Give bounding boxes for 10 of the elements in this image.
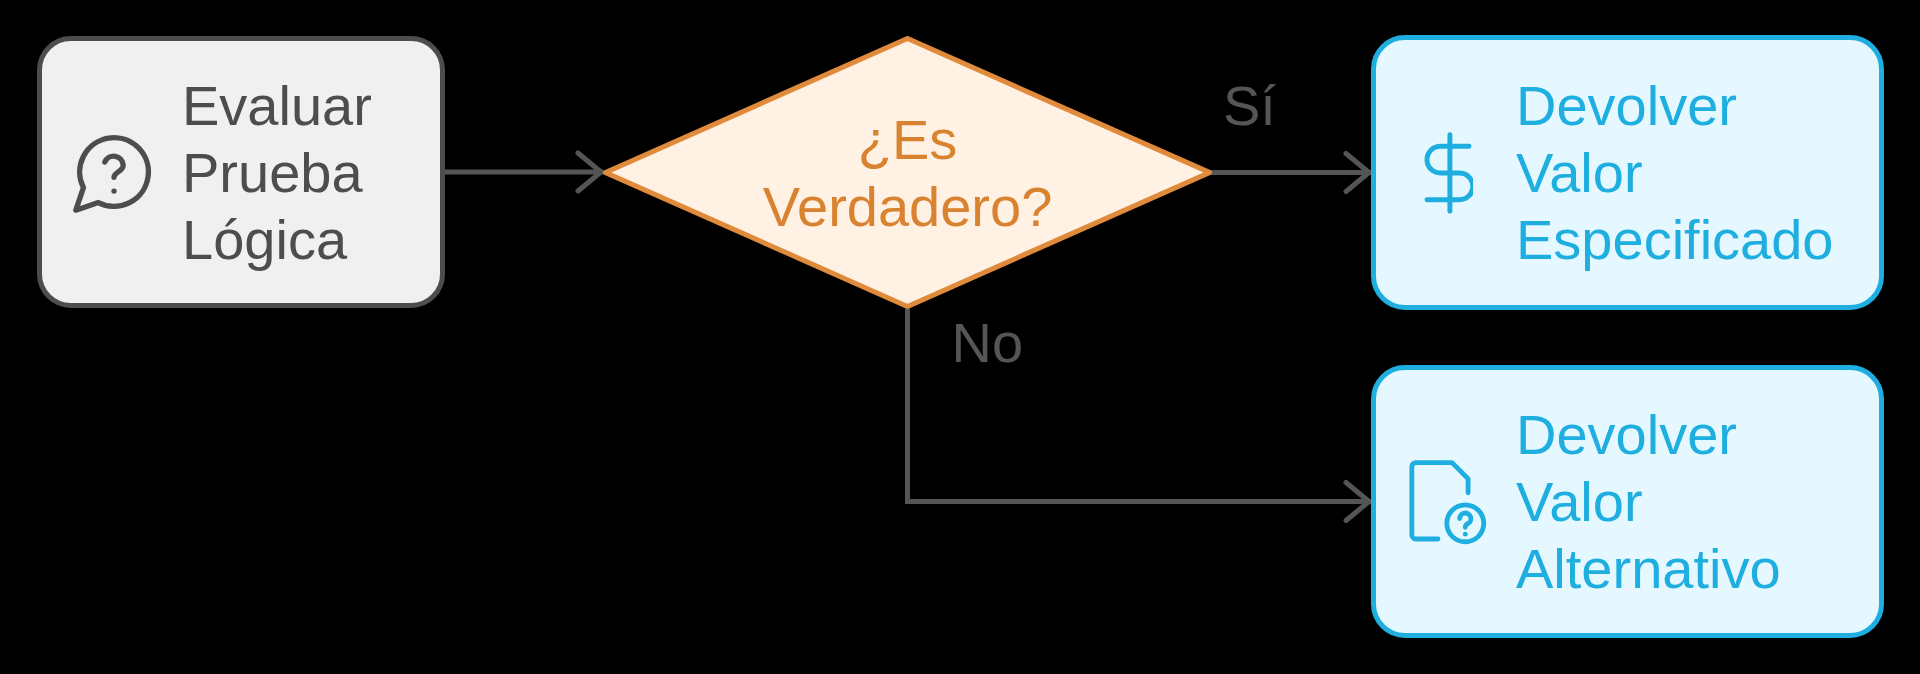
arrow [905,309,1372,523]
step-text: Devolver Valor Alternativo [1516,402,1781,602]
result-box [1371,35,1884,310]
process-box [37,36,445,308]
step-text: Evaluar Prueba Lógica [182,72,372,273]
arrow [445,150,604,194]
arrow [1212,151,1372,194]
result-box [1371,365,1884,638]
decision-text: ¿Es Verdadero? [762,106,1053,240]
step-text: Devolver Valor Especificado [1516,73,1834,273]
